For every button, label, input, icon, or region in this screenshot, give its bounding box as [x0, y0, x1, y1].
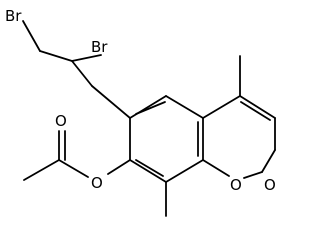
bond-ring-e: [129, 159, 167, 183]
atom-label-o-ring: O: [230, 176, 242, 194]
bond-c3-ring: [91, 85, 131, 119]
bond-pyran-d: [243, 171, 263, 179]
bond-ring-b: [165, 95, 204, 119]
bond-br1-c1: [22, 20, 41, 52]
bond-c1-c2: [39, 50, 73, 62]
bond-o-ester-carbonyl: [58, 159, 89, 178]
atom-labels: Br Br O O O O: [5, 7, 276, 194]
bond-c2-c3: [71, 60, 93, 87]
bond-pyran-b: [239, 95, 276, 119]
bond-ring-d: [165, 159, 204, 183]
atom-label-o-lactone-carbonyl: O: [264, 176, 276, 194]
bond-pyran-a: [202, 95, 241, 119]
molecule-diagram: Br Br O O O O: [5, 7, 276, 217]
atom-label-br2: Br: [91, 38, 108, 56]
atom-label-o-acetyl-carbonyl: O: [55, 112, 67, 130]
bond-ring-a-inner: [135, 101, 166, 115]
bond-ring-e-inner: [135, 159, 164, 177]
structure-svg: Br Br O O O O: [5, 7, 276, 217]
bond-pyran-e: [202, 159, 230, 177]
bond-ring-o-ester: [107, 159, 131, 175]
bond-ring-a: [129, 95, 167, 119]
bond-carbonyl-methyl: [23, 159, 60, 181]
atom-label-br1: Br: [5, 7, 22, 25]
bond-lactone-co: [261, 149, 276, 173]
bond-c2-br2: [71, 54, 102, 62]
atom-label-o-ester: O: [91, 174, 103, 192]
bonds: [22, 20, 276, 217]
bond-pyran-b-inner: [240, 101, 271, 121]
